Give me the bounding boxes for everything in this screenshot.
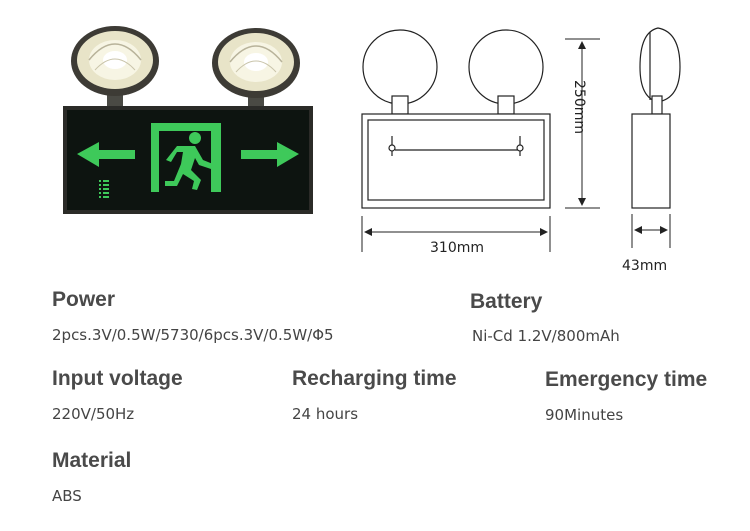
battery-title: Battery: [470, 290, 543, 313]
recharging-time-title: Recharging time: [292, 367, 457, 390]
recharging-time-value: 24 hours: [292, 405, 359, 423]
input-voltage-value: 220V/50Hz: [52, 405, 135, 423]
right-spot-lamp: [212, 28, 300, 98]
input-voltage-title: Input voltage: [52, 367, 183, 390]
front-right-neck: [497, 95, 515, 115]
front-panel: [367, 119, 545, 201]
side-body: [631, 113, 671, 209]
height-label: 250mm: [571, 80, 587, 134]
emergency-time-title: Emergency time: [545, 368, 708, 391]
width-dimension: [361, 216, 551, 252]
height-dimension: [565, 38, 600, 209]
dimension-drawing: 250mm 310mm 43mm: [361, 27, 681, 274]
side-neck: [651, 95, 663, 115]
right-arrow-icon: [241, 142, 299, 167]
product-photo: [63, 26, 313, 214]
front-left-neck: [391, 95, 409, 115]
front-left-lamp: [362, 29, 438, 105]
sign-label-marks: [99, 180, 109, 198]
depth-dimension: [631, 214, 671, 248]
power-title: Power: [52, 288, 116, 311]
material-value: ABS: [52, 487, 82, 505]
running-man-icon: [151, 123, 221, 192]
depth-label: 43mm: [622, 258, 667, 274]
side-lamp: [639, 27, 681, 103]
left-arrow-icon: [77, 142, 135, 167]
exit-sign-panel: [63, 106, 313, 214]
front-right-lamp: [468, 29, 544, 105]
battery-value: Ni-Cd 1.2V/800mAh: [472, 327, 620, 345]
power-value: 2pcs.3V/0.5W/5730/6pcs.3V/0.5W/Φ5: [52, 326, 334, 344]
emergency-time-value: 90Minutes: [545, 406, 624, 424]
material-title: Material: [52, 449, 132, 472]
width-label: 310mm: [430, 240, 484, 256]
left-spot-lamp: [71, 26, 159, 96]
